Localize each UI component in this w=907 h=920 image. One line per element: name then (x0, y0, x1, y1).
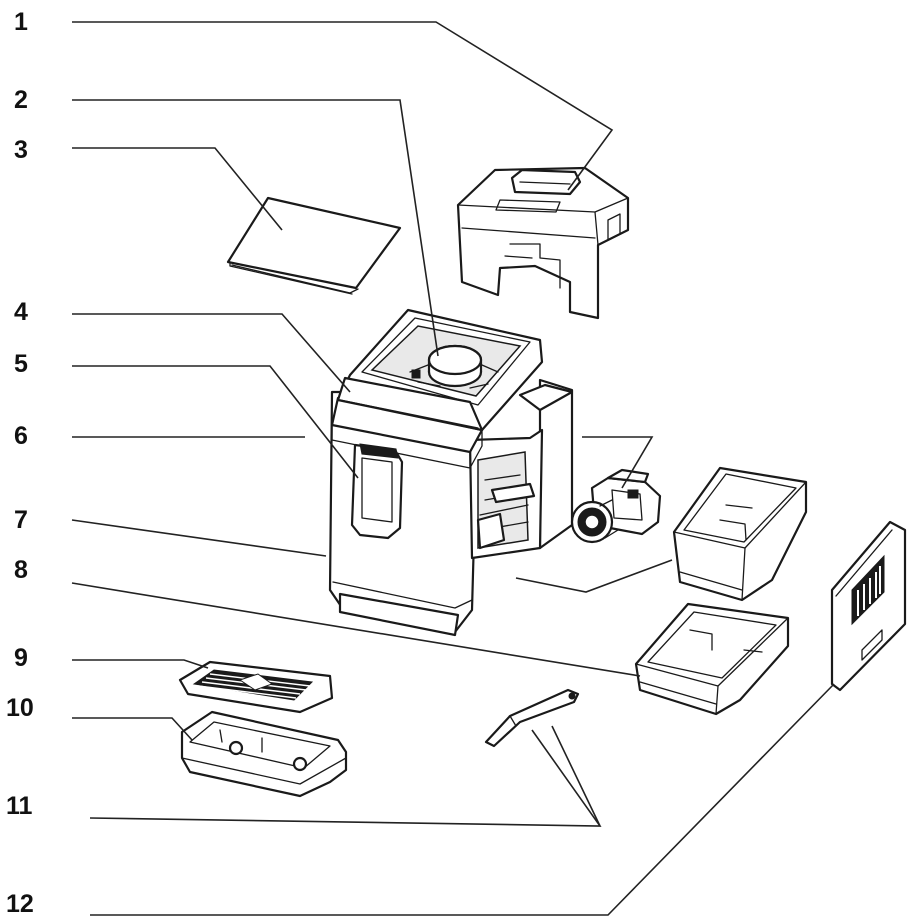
drip-grid-part (178, 660, 334, 714)
hopper-lid-part (226, 196, 402, 295)
callout-label-11: 11 (6, 792, 33, 820)
water-tank-part (672, 466, 808, 602)
leader-line-6b (582, 436, 654, 489)
callout-labels: 1 2 3 4 5 6 7 8 9 10 11 12 (6, 8, 34, 918)
leader-line-9 (72, 659, 209, 669)
measuring-spoon-part (484, 688, 580, 748)
callout-label-8: 8 (14, 556, 28, 584)
callout-label-2: 2 (14, 86, 28, 114)
callout-label-9: 9 (14, 644, 28, 672)
water-tank-lid-part (456, 166, 630, 320)
callout-label-12: 12 (6, 890, 34, 918)
leader-line-11 (89, 729, 602, 827)
brewing-unit-part (570, 468, 662, 544)
leader-lines (71, 21, 835, 916)
leader-line-3 (72, 147, 283, 231)
leader-line-7 (71, 519, 327, 557)
leader-line-4 (72, 313, 351, 393)
grounds-container-part (634, 602, 790, 716)
callout-label-6: 6 (14, 422, 28, 450)
leader-line-5 (72, 365, 359, 479)
leader-line-2 (72, 99, 439, 357)
drip-tray-part (180, 710, 348, 798)
machine-body-part (328, 308, 574, 637)
leader-line-8 (71, 582, 641, 677)
leader-line-10 (72, 717, 193, 741)
callout-label-5: 5 (14, 350, 28, 378)
leader-line-11b (551, 725, 601, 827)
leader-line-12 (90, 683, 835, 916)
callout-label-4: 4 (14, 298, 28, 326)
service-door-part (830, 520, 907, 692)
leader-line-1 (72, 21, 614, 191)
callout-label-7: 7 (14, 506, 28, 534)
callout-label-3: 3 (14, 136, 28, 164)
callout-label-1: 1 (14, 8, 28, 36)
leader-line-7b (515, 559, 673, 593)
callout-label-10: 10 (6, 694, 34, 722)
